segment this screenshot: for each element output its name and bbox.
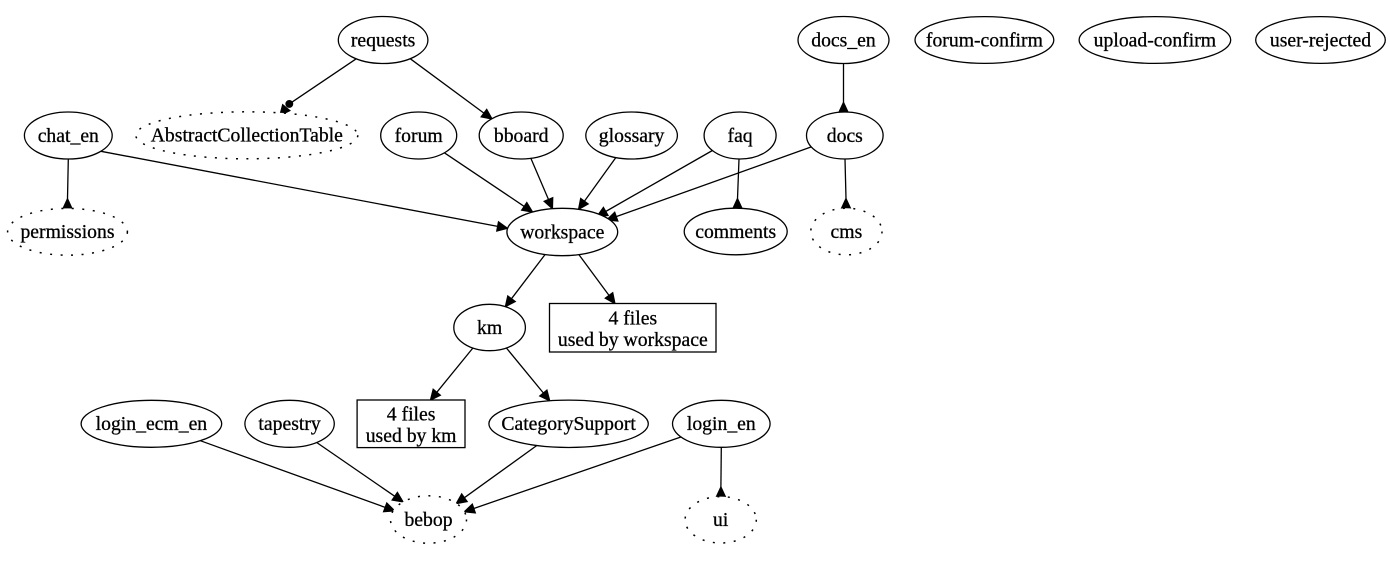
svg-text:forum-confirm: forum-confirm (926, 29, 1043, 51)
svg-text:permissions: permissions (20, 221, 114, 243)
svg-text:AbstractCollectionTable: AbstractCollectionTable (151, 125, 343, 147)
svg-text:4 files: 4 files (387, 404, 436, 426)
svg-text:used by km: used by km (366, 425, 457, 447)
svg-text:forum: forum (395, 125, 443, 147)
svg-text:login_en: login_en (687, 413, 756, 435)
svg-text:docs_en: docs_en (811, 29, 876, 51)
svg-text:upload-confirm: upload-confirm (1094, 29, 1216, 51)
svg-text:cms: cms (831, 221, 863, 243)
svg-text:comments: comments (695, 221, 776, 243)
svg-text:bboard: bboard (494, 125, 549, 147)
svg-text:4 files: 4 files (608, 308, 657, 330)
svg-text:km: km (477, 317, 502, 339)
svg-text:used by workspace: used by workspace (558, 329, 708, 351)
svg-text:login_ecm_en: login_ecm_en (96, 413, 208, 435)
svg-text:faq: faq (728, 125, 753, 147)
svg-text:requests: requests (351, 29, 416, 51)
svg-text:chat_en: chat_en (38, 125, 99, 147)
svg-text:bebop: bebop (404, 509, 452, 531)
svg-text:ui: ui (713, 509, 729, 531)
svg-text:workspace: workspace (520, 221, 604, 243)
svg-text:CategorySupport: CategorySupport (501, 413, 636, 435)
svg-text:glossary: glossary (599, 125, 665, 147)
svg-text:docs: docs (827, 125, 863, 147)
svg-text:tapestry: tapestry (258, 413, 320, 435)
svg-text:user-rejected: user-rejected (1270, 29, 1371, 51)
